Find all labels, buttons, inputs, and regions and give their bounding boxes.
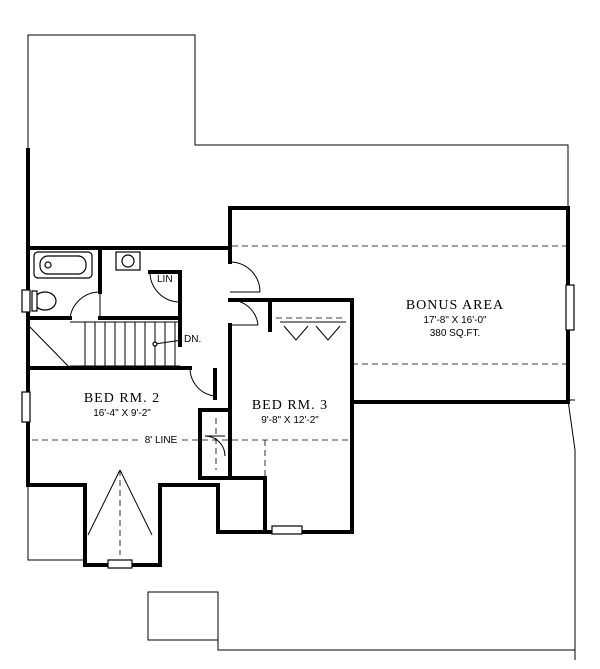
bed-room-3-dimensions: 9'-8" X 12'-2" bbox=[261, 415, 319, 426]
bonus-area-name: BONUS AREA bbox=[406, 298, 504, 313]
linen-label: LIN bbox=[157, 274, 173, 285]
room-labels: BONUS AREA 17'-8" X 16'-0" 380 SQ.FT. BE… bbox=[84, 274, 504, 446]
ceiling-line-label: 8' LINE bbox=[145, 435, 178, 446]
stairs-down-label: DN. bbox=[184, 334, 201, 345]
gable bbox=[27, 469, 153, 561]
windows bbox=[21, 284, 575, 569]
bed-room-2-dimensions: 16'-4" X 9'-2" bbox=[93, 408, 151, 419]
stairs bbox=[27, 318, 183, 369]
bathroom-fixtures bbox=[31, 251, 141, 312]
bed-room-3-name: BED RM. 3 bbox=[252, 398, 328, 413]
doors bbox=[69, 261, 261, 457]
bonus-area-size: 380 SQ.FT. bbox=[430, 328, 481, 339]
walls bbox=[26, 148, 570, 567]
ceiling-lines bbox=[32, 245, 566, 478]
closets bbox=[215, 317, 346, 470]
bed-room-2-name: BED RM. 2 bbox=[84, 391, 160, 406]
bonus-area-dimensions: 17'-8" X 16'-0" bbox=[423, 315, 487, 326]
